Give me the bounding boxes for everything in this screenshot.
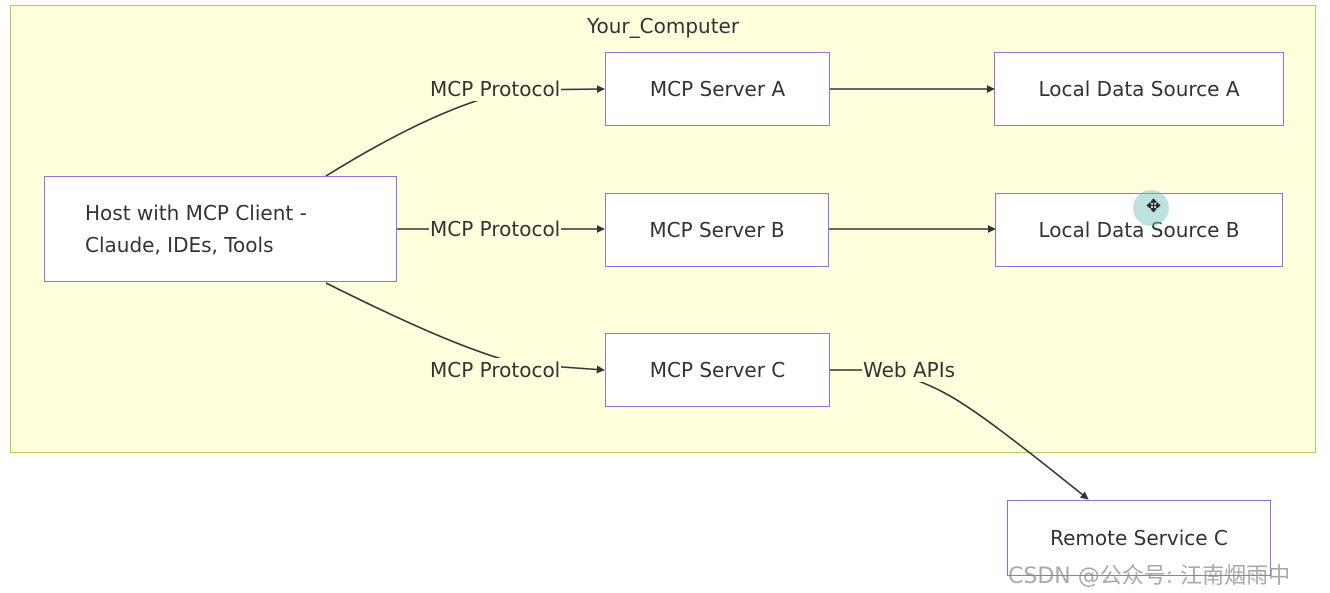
mouse-cursor-highlight <box>1133 190 1169 226</box>
node-mcp-server-c[interactable]: MCP Server C <box>605 333 830 407</box>
cluster-title: Your_Computer <box>586 14 740 38</box>
node-mcp-server-b-label: MCP Server B <box>649 218 785 242</box>
move-cursor-icon: ✥ <box>1146 196 1162 217</box>
host-label-line-2: Claude, IDEs, Tools <box>85 233 274 257</box>
node-remote-service-c[interactable]: Remote Service C <box>1007 500 1271 576</box>
node-mcp-server-b[interactable]: MCP Server B <box>605 193 829 267</box>
edge-server-c-to-remote-c <box>829 369 1089 500</box>
host-label: Host with MCP Client - Claude, IDEs, Too… <box>85 197 355 261</box>
edge-label-server-c-to-remote-c: Web APIs <box>862 358 957 382</box>
node-host-with-mcp-client[interactable]: Host with MCP Client - Claude, IDEs, Too… <box>44 176 397 282</box>
node-remote-service-c-label: Remote Service C <box>1050 526 1228 550</box>
node-local-data-source-a[interactable]: Local Data Source A <box>994 52 1284 126</box>
node-mcp-server-a[interactable]: MCP Server A <box>605 52 830 126</box>
node-local-data-source-a-label: Local Data Source A <box>1038 77 1240 101</box>
edge-host-to-server-a <box>325 85 605 177</box>
node-local-data-source-b[interactable]: Local Data Source B <box>995 193 1283 267</box>
host-label-line-1: Host with MCP Client - <box>85 201 307 225</box>
edge-label-host-to-server-b: MCP Protocol <box>429 217 562 241</box>
edge-label-host-to-server-a: MCP Protocol <box>429 77 562 101</box>
watermark: CSDN @公众号: 江南烟雨中 <box>1008 564 1291 589</box>
node-local-data-source-b-label: Local Data Source B <box>1038 218 1240 242</box>
node-mcp-server-c-label: MCP Server C <box>649 358 786 382</box>
node-mcp-server-a-label: MCP Server A <box>649 77 786 101</box>
edge-host-to-server-c <box>325 282 605 374</box>
edge-label-host-to-server-c: MCP Protocol <box>429 358 562 382</box>
